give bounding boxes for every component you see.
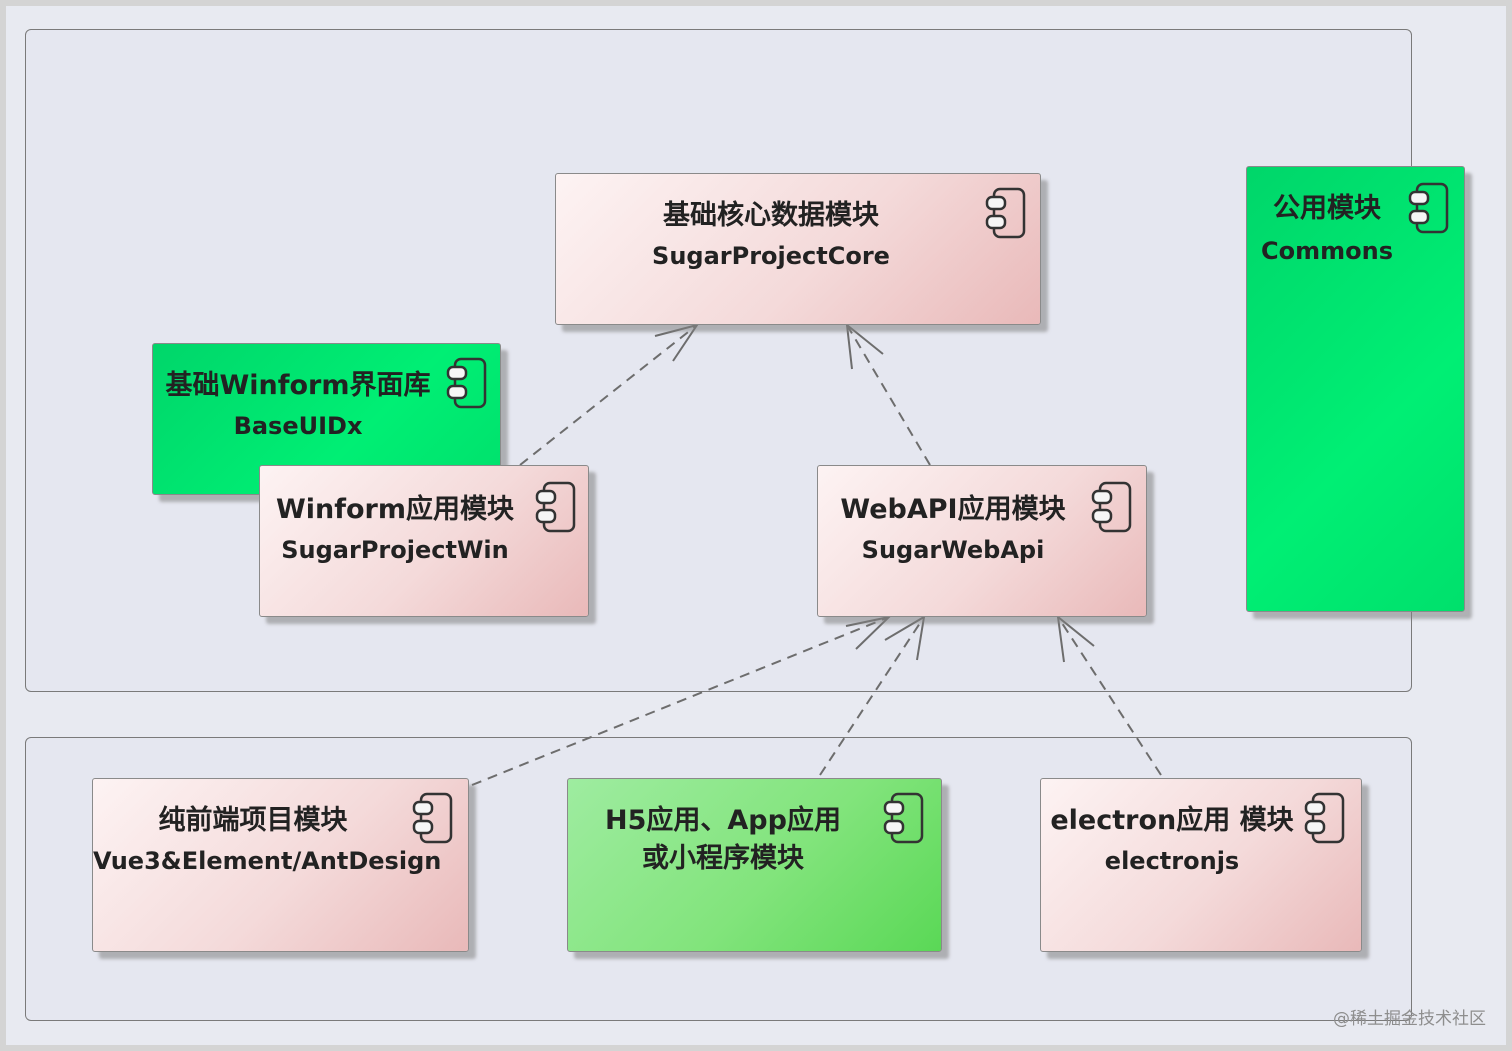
- component-commons-subtitle: Commons: [1261, 237, 1393, 265]
- watermark: @稀土掘金技术社区: [1333, 1009, 1486, 1029]
- component-webapi-subtitle: SugarWebApi: [861, 536, 1045, 564]
- component-icon: [985, 187, 1026, 239]
- component-core[interactable]: 基础核心数据模块 SugarProjectCore: [555, 173, 1041, 325]
- component-h5-title: H5应用、App应用: [605, 805, 841, 836]
- component-winform-subtitle: SugarProjectWin: [281, 536, 509, 564]
- component-icon: [1091, 481, 1132, 533]
- component-winform[interactable]: Winform应用模块 SugarProjectWin: [259, 465, 589, 617]
- component-winform-title: Winform应用模块: [275, 494, 514, 525]
- component-electron-title: electron应用 模块: [1050, 805, 1294, 836]
- component-frontend[interactable]: 纯前端项目模块 Vue3&Element/AntDesign: [92, 778, 469, 952]
- component-h5-subtitle: 或小程序模块: [642, 843, 804, 874]
- arrowhead-h5-webapi: [884, 615, 926, 661]
- component-commons-title: 公用模块: [1273, 193, 1381, 224]
- component-core-title: 基础核心数据模块: [663, 200, 879, 231]
- component-icon: [1304, 792, 1345, 844]
- component-icon: [535, 481, 576, 533]
- component-icon: [1408, 182, 1449, 234]
- dependency-webapi-core: [846, 324, 931, 466]
- dependency-winform-core: [519, 324, 698, 466]
- component-commons[interactable]: 公用模块 Commons: [1246, 166, 1465, 612]
- arrowhead-webapi-core: [845, 322, 884, 370]
- dependency-h5-webapi: [819, 616, 925, 776]
- component-h5[interactable]: H5应用、App应用 或小程序模块: [567, 778, 942, 952]
- component-frontend-title: 纯前端项目模块: [158, 805, 348, 836]
- component-core-subtitle: SugarProjectCore: [652, 242, 890, 270]
- arrowhead-electron-webapi: [1056, 614, 1095, 663]
- arrowhead-winform-core: [654, 323, 700, 362]
- component-webapi[interactable]: WebAPI应用模块 SugarWebApi: [817, 465, 1147, 617]
- arrowhead-frontend-webapi: [845, 615, 893, 650]
- component-electron[interactable]: electron应用 模块 electronjs: [1040, 778, 1362, 952]
- dependency-frontend-webapi: [471, 616, 890, 786]
- component-electron-subtitle: electronjs: [1104, 847, 1240, 875]
- component-frontend-subtitle: Vue3&Element/AntDesign: [93, 847, 442, 875]
- component-webapi-title: WebAPI应用模块: [840, 494, 1066, 525]
- component-icon: [883, 792, 924, 844]
- dependency-electron-webapi: [1057, 616, 1162, 776]
- component-baseui-subtitle: BaseUIDx: [233, 412, 363, 440]
- component-icon: [412, 792, 453, 844]
- component-icon: [446, 357, 487, 409]
- component-baseui-title: 基础Winform界面库: [165, 370, 431, 401]
